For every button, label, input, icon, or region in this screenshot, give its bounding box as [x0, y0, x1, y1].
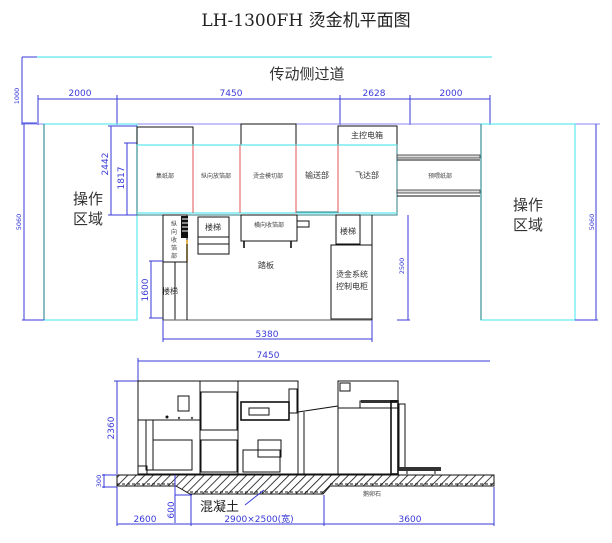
stairs-label-3: 楼梯 [162, 286, 178, 296]
control-cabinet-label-2: 控制电柜 [336, 281, 368, 291]
section-longitudinal-foil-feed: 纵向放箔部 [201, 172, 231, 180]
dim-machine-7450: 7450 [220, 89, 243, 99]
platform-plan: 纵 向 收 箔 部 楼梯 横向收箔部 楼梯 踏板 烫金系统 控制电柜 楼梯 [162, 214, 373, 321]
drawing-title: LH-1300FH 烫金机平面图 [201, 11, 410, 31]
pedal-label: 踏板 [258, 260, 274, 270]
dim-depth-1817: 1817 [117, 167, 127, 190]
dim-depth-2442: 2442 [101, 153, 111, 176]
right-zone-label-1: 操作 [513, 196, 543, 214]
concrete-label: 混凝土 [200, 499, 239, 515]
section-flying-feeder: 飞达部 [355, 170, 379, 180]
dim-left-zone-2000: 2000 [69, 89, 92, 99]
section-hot-stamp-die-cut: 烫金模切部 [253, 172, 283, 180]
plan-view: 传动侧过道 1000 2000 7450 2628 2000 操作 区域 506… [13, 56, 600, 342]
side-dim-2360: 2360 [107, 416, 117, 439]
svg-text:收: 收 [171, 236, 177, 244]
left-zone-label-2: 区域 [73, 210, 103, 228]
side-dim-3600: 3600 [399, 515, 422, 525]
section-paper-collection: 集纸部 [156, 172, 174, 180]
dim-platform-5380: 5380 [256, 330, 279, 340]
side-dim-2600: 2600 [134, 515, 157, 525]
dim-right-zone-2000: 2000 [440, 89, 463, 99]
control-cabinet-label-1: 烫金系统 [336, 269, 368, 279]
svg-text:向: 向 [171, 228, 177, 236]
main-control-box: 主控电箱 [351, 130, 383, 140]
dim-left-depth-5060: 5060 [15, 214, 23, 231]
dim-aisle-1000: 1000 [13, 88, 21, 105]
dim-platform-2500: 2500 [398, 258, 406, 275]
side-dim-300: 300 [95, 475, 103, 487]
section-pre-feed: 预喂纸部 [428, 172, 452, 180]
side-dim-pit-size: 2900×2500(宽) [224, 513, 293, 525]
machine-side-silhouette [137, 380, 441, 475]
stairs-label-2: 楼梯 [340, 226, 356, 236]
dim-prefeed-2628: 2628 [363, 89, 386, 99]
stairs-label-1: 楼梯 [205, 222, 221, 232]
aisle-label: 传动侧过道 [269, 65, 344, 83]
svg-text:部: 部 [171, 252, 177, 260]
pebble-label: 鹅卵石 [363, 490, 381, 498]
right-zone-label-2: 区域 [513, 216, 543, 234]
section-transverse-foil-rewind: 横向收箔部 [254, 221, 284, 229]
side-dim-600: 600 [167, 501, 177, 518]
side-dim-7450: 7450 [257, 351, 280, 361]
left-zone-label-1: 操作 [73, 190, 103, 208]
section-conveyor: 输送部 [305, 170, 329, 180]
foundation-slab: 鹅卵石 [116, 474, 495, 498]
side-view: 7450 2360 [95, 351, 495, 526]
pre-feed-section: 预喂纸部 [396, 154, 481, 197]
dim-stairs-1600: 1600 [141, 278, 151, 301]
svg-text:箔: 箔 [171, 244, 177, 252]
dim-right-depth-5060: 5060 [588, 214, 596, 231]
machine-body-plan: 集纸部 纵向放箔部 烫金模切部 输送部 飞达部 主控电箱 [136, 123, 398, 216]
vert-label-foil-rewind-1: 纵 [171, 221, 177, 228]
